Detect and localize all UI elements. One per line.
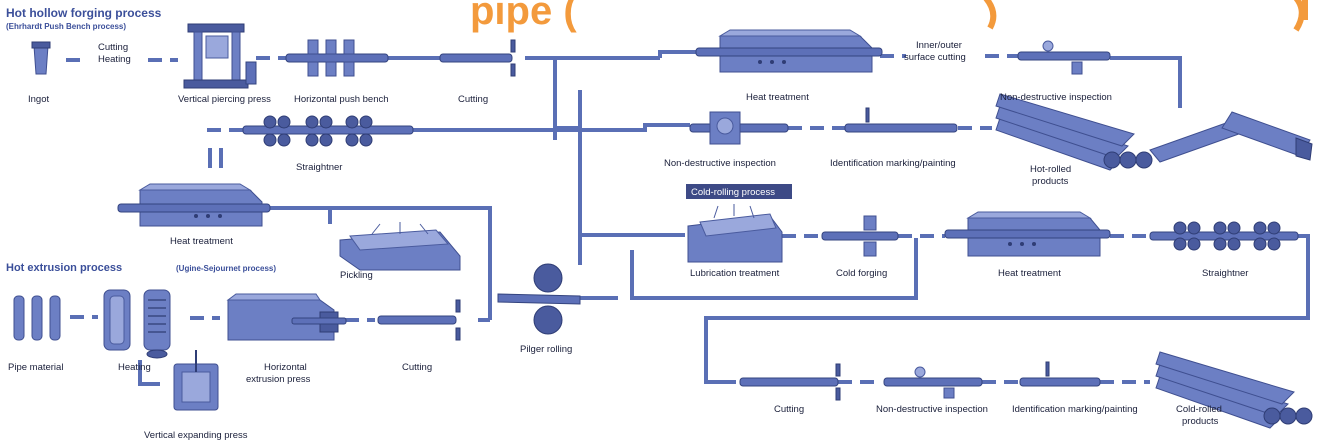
label-cutting-heating-2: Heating xyxy=(98,54,131,65)
cold-forging-icon xyxy=(821,215,899,257)
label-pickling: Pickling xyxy=(340,270,373,281)
pipe-material-icon xyxy=(13,295,61,341)
hot-hollow-title: Hot hollow forging process xyxy=(6,6,162,20)
cold-rolled-products-icon xyxy=(1155,351,1313,429)
title-fragment-mark-1 xyxy=(983,0,997,30)
lubrication-treatment-icon xyxy=(687,204,783,263)
label-heat-treatment-cold: Heat treatment xyxy=(998,268,1061,279)
title-fragment-mark-2 xyxy=(1293,0,1305,32)
label-cold-forging: Cold forging xyxy=(836,268,887,279)
flow-to-hot-rolled xyxy=(1110,56,1182,108)
label-hot-rolled-1: Hot-rolled xyxy=(1030,164,1071,175)
label-heat-treatment-top: Heat treatment xyxy=(746,92,809,103)
straightner-top-icon xyxy=(242,115,414,147)
flow-to-cutting-bottom xyxy=(704,234,1310,384)
pickling-icon xyxy=(339,222,461,271)
label-straightner-cold: Straightner xyxy=(1202,268,1248,279)
label-horizontal-extrusion-1: Horizontal xyxy=(264,362,307,373)
straightner-cold-icon xyxy=(1149,221,1299,251)
cutting-extrusion-icon xyxy=(377,299,461,341)
flow-heat-left-loop xyxy=(270,206,492,320)
flow-heating-to-expanding xyxy=(138,360,160,386)
horizontal-extrusion-press-icon xyxy=(226,293,347,341)
label-pilger-rolling: Pilger rolling xyxy=(520,344,572,355)
heating-icon xyxy=(103,289,171,359)
pilger-rolling-icon xyxy=(497,263,581,335)
label-vertical-piercing-press: Vertical piercing press xyxy=(178,94,271,105)
heat-treatment-top-icon xyxy=(695,29,883,73)
id-marking-mid-icon xyxy=(844,107,958,133)
label-cutting-extrusion: Cutting xyxy=(402,362,432,373)
ndi-mid-icon xyxy=(689,111,789,145)
label-inner-outer-1: Inner/outer xyxy=(916,40,962,51)
label-cold-rolled-2: products xyxy=(1182,416,1219,427)
label-cutting-bottom: Cutting xyxy=(774,404,804,415)
label-heating: Heating xyxy=(118,362,151,373)
horizontal-push-bench-icon xyxy=(285,39,389,77)
cold-rolling-badge-text: Cold-rolling process xyxy=(691,187,775,198)
ndi-top-icon xyxy=(1017,40,1111,75)
label-cutting-top: Cutting xyxy=(458,94,488,105)
label-vertical-expanding: Vertical expanding press xyxy=(144,430,248,441)
top-title-fragment: pipe ( xyxy=(470,0,577,33)
cold-rolling-badge: Cold-rolling process xyxy=(686,184,792,199)
heat-treatment-left-icon xyxy=(117,183,271,227)
label-id-marking-bottom: Identification marking/painting xyxy=(1012,404,1138,415)
heat-treatment-cold-icon xyxy=(944,211,1111,257)
label-horizontal-push-bench: Horizontal push bench xyxy=(294,94,389,105)
vertical-expanding-press-icon xyxy=(173,350,219,411)
flow-to-ndi-mid xyxy=(412,123,690,132)
label-ingot: Ingot xyxy=(28,94,49,105)
label-hot-rolled-2: products xyxy=(1032,176,1069,187)
label-cold-rolled-1: Cold-rolled xyxy=(1176,404,1222,415)
cutting-bottom-icon xyxy=(739,363,841,401)
vertical-piercing-press-icon xyxy=(183,23,257,89)
flow-to-heat-top xyxy=(658,50,696,58)
label-lubrication: Lubrication treatment xyxy=(690,268,780,279)
label-inner-outer-2: surface cutting xyxy=(904,52,966,63)
cutting-top-icon xyxy=(439,39,516,77)
hot-hollow-subtitle: (Ehrhardt Push Bench process) xyxy=(6,22,126,31)
label-pipe-material: Pipe material xyxy=(8,362,63,373)
flow-lines xyxy=(66,50,1310,386)
label-straightner-top: Straightner xyxy=(296,162,342,173)
hot-extrusion-title: Hot extrusion process xyxy=(6,262,122,274)
flow-cold-return xyxy=(630,238,918,300)
label-heat-treatment-left: Heat treatment xyxy=(170,236,233,247)
id-marking-bottom-icon xyxy=(1019,361,1101,387)
label-ndi-bottom: Non-destructive inspection xyxy=(876,404,988,415)
label-ndi-mid: Non-destructive inspection xyxy=(664,158,776,169)
label-id-marking-mid: Identification marking/painting xyxy=(830,158,956,169)
ndi-bottom-icon xyxy=(883,366,983,399)
label-cutting-heating-1: Cutting xyxy=(98,42,128,53)
label-horizontal-extrusion-2: extrusion press xyxy=(246,374,311,385)
label-ndi-top: Non-destructive inspection xyxy=(1000,92,1112,103)
hot-extrusion-subtitle: (Ugine-Sejournet process) xyxy=(176,264,276,273)
ingot-icon xyxy=(31,41,51,75)
hot-rolled-products-icon xyxy=(995,93,1313,171)
